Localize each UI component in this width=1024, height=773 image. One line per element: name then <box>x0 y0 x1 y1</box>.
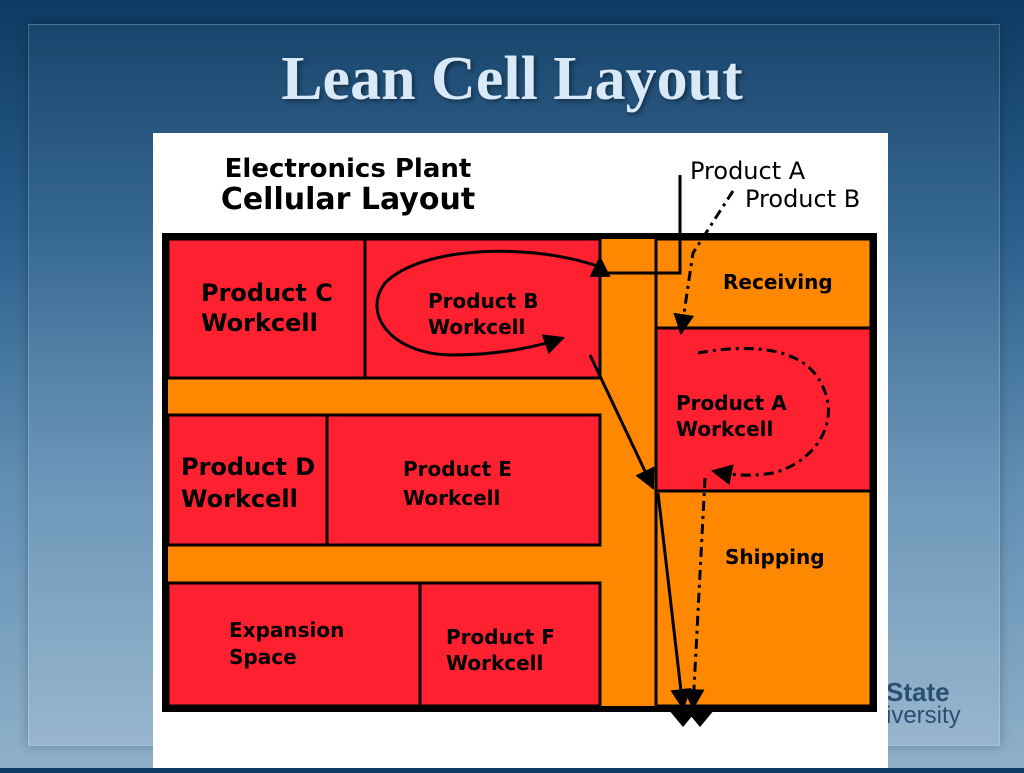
product-f-label-1: Product F <box>446 625 555 649</box>
product-a-flow-to-shipping <box>683 477 707 711</box>
product-a-workcell <box>654 326 873 493</box>
diagram-panel: Electronics Plant Cellular Layout Produc… <box>153 133 888 768</box>
product-f-workcell <box>418 581 602 708</box>
expansion-label-1: Expansion <box>229 618 344 642</box>
cellular-layout-diagram: Electronics Plant Cellular Layout Produc… <box>162 154 877 727</box>
expansion-space <box>166 581 422 708</box>
expansion-label-2: Space <box>229 645 297 669</box>
product-a-label-1: Product A <box>676 391 787 415</box>
product-b-label-2: Workcell <box>428 315 525 339</box>
product-b-input-label: Product B <box>745 185 860 213</box>
product-b-label-1: Product B <box>428 289 538 313</box>
output-arrowhead-right <box>685 709 715 727</box>
product-a-flow-in <box>673 190 735 336</box>
product-b-flow-loop <box>375 249 601 357</box>
product-a-input-label: Product A <box>690 157 806 185</box>
product-c-workcell <box>166 237 367 380</box>
logo-line-1: State <box>886 677 950 707</box>
shipping-area <box>654 489 873 708</box>
product-e-label-1: Product E <box>403 457 512 481</box>
product-e-label-2: Workcell <box>403 486 500 510</box>
product-a-label-2: Workcell <box>676 417 773 441</box>
product-d-label-1: Product D <box>181 453 315 481</box>
product-b-flow-to-aisle <box>588 354 655 490</box>
university-logo: State iversity <box>886 677 996 729</box>
slide-title: Lean Cell Layout <box>281 45 743 113</box>
product-a-flow-loop <box>697 346 830 486</box>
shipping-label: Shipping <box>725 545 825 569</box>
receiving-label: Receiving <box>723 270 833 294</box>
product-c-label-2: Workcell <box>201 309 318 337</box>
product-e-workcell <box>325 413 602 547</box>
diagram-heading-line2: Cellular Layout <box>221 182 475 217</box>
product-c-label-1: Product C <box>201 279 333 307</box>
product-b-flow-to-shipping <box>656 492 692 711</box>
diagram-heading-line1: Electronics Plant <box>225 154 472 184</box>
logo-line-2: iversity <box>886 702 961 729</box>
product-f-label-2: Workcell <box>446 651 543 675</box>
product-d-workcell <box>166 413 329 547</box>
product-d-label-2: Workcell <box>181 485 298 513</box>
